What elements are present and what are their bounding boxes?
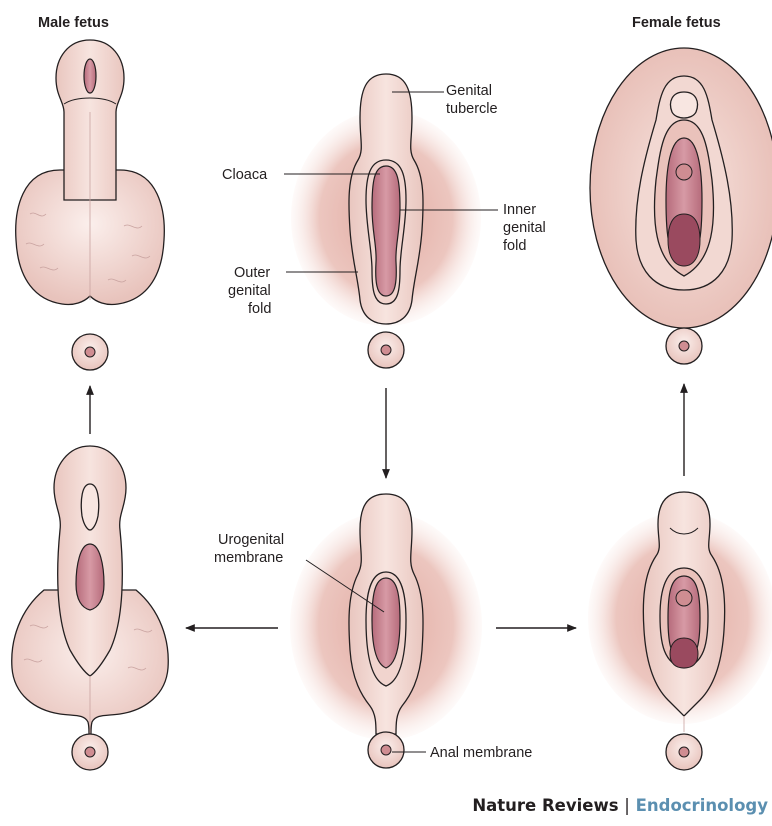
clitoris (671, 92, 698, 118)
female-fetus-illustration (590, 48, 772, 364)
vaginal-opening (668, 214, 700, 266)
indifferent-stage-illustration (291, 74, 481, 368)
label-genital-tubercle-2: tubercle (446, 101, 498, 117)
urogenital-membrane-opening (372, 578, 400, 668)
label-outer-fold-2: genital (228, 283, 271, 299)
cloaca-opening (372, 166, 400, 296)
journal-section: Endocrinology (636, 796, 768, 815)
journal-name: Nature Reviews (472, 796, 618, 815)
label-inner-fold-2: genital (503, 220, 546, 236)
vaginal-opening-developing (670, 638, 698, 668)
credit-separator: | (624, 796, 630, 815)
anus-top-center-inner (381, 345, 391, 355)
urethral-groove (81, 484, 98, 530)
label-outer-fold-3: fold (248, 301, 271, 317)
label-outer-fold-1: Outer (234, 265, 270, 281)
label-urogenital-1: Urogenital (218, 532, 284, 548)
anal-membrane-inner (381, 745, 391, 755)
urethral-opening-male (84, 59, 96, 93)
urogenital-stage-illustration (290, 494, 482, 768)
female-developing-illustration (588, 492, 772, 770)
anus-male-top-inner (85, 347, 95, 357)
anus-male-bottom-inner (85, 747, 95, 757)
male-fetus-illustration (16, 40, 165, 370)
label-urogenital-2: membrane (214, 550, 283, 566)
label-anal-membrane: Anal membrane (430, 745, 532, 761)
female-fetus-title: Female fetus (632, 15, 721, 31)
journal-credit: Nature Reviews | Endocrinology (472, 796, 768, 815)
label-cloaca: Cloaca (222, 167, 268, 183)
label-inner-fold-3: fold (503, 238, 526, 254)
label-inner-fold-1: Inner (503, 202, 536, 218)
urethral-fold-male (76, 544, 104, 610)
anus-female-top-inner (679, 341, 689, 351)
urethral-opening-developing (676, 590, 692, 606)
anus-female-bottom-inner (679, 747, 689, 757)
male-fetus-title: Male fetus (38, 15, 109, 31)
urethral-opening-female (676, 164, 692, 180)
male-developing-illustration (12, 446, 168, 770)
label-genital-tubercle-1: Genital (446, 83, 492, 99)
